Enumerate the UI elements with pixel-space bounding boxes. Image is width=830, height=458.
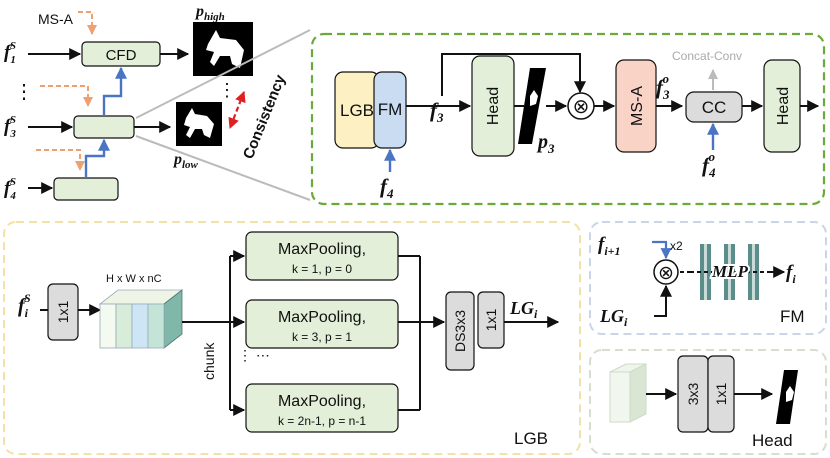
maxpool-1-params: k = 1, p = 0 (292, 262, 352, 276)
head-conv3-label: 3x3 (685, 383, 701, 406)
head-conv1-label: 1x1 (713, 383, 729, 406)
ms-a-label: MS-A (38, 11, 74, 27)
bypass-arrow (441, 53, 586, 96)
fm-box (373, 71, 407, 149)
blue-up-arrow-1 (84, 138, 110, 178)
concat-conv-label: Concat-Conv (672, 49, 742, 63)
fm-panel: fi+1 x2 ⊗ LGi MLP fi FM (589, 221, 827, 335)
tensor-stack (98, 289, 184, 349)
f4-detail-label: f4 (380, 174, 394, 201)
mlp-label: MLP (711, 262, 749, 281)
consistency-label: Consistency (240, 72, 289, 162)
lgi-into-mult-arrow (654, 284, 672, 317)
head-panel-border (589, 349, 827, 455)
tensor-label: H x W x nC (106, 273, 162, 285)
f4-label: f4S (4, 176, 16, 202)
multiply-symbol: ⊗ (573, 96, 590, 118)
dog-silhouette-low (184, 108, 214, 138)
lgb-panel-border (3, 221, 581, 455)
fm-box-label: FM (378, 100, 403, 119)
maxpool-2-params: k = 3, p = 1 (292, 330, 352, 344)
branch-dots: ⋮ ⋯ (238, 347, 270, 363)
fm-multiply-symbol: ⊗ (658, 263, 674, 284)
fi-s-label: fiS (18, 291, 31, 320)
blue-up-arrow-2 (102, 66, 127, 116)
head-input-slab (609, 363, 647, 423)
maxpool-3-params: k = 2n-1, p = n-1 (278, 414, 366, 428)
fm-panel-border (589, 221, 827, 335)
head-panel-name: Head (752, 431, 793, 450)
conv-1x1-box-b (477, 291, 505, 349)
fi1-label: fi+1 (598, 234, 621, 258)
msa-box-label: MS-A (629, 86, 646, 126)
p3-image (518, 68, 546, 144)
ellipsis-left: ⋮ (14, 81, 34, 103)
chunk-label: chunk (201, 342, 217, 380)
lgb-panel: fiS 1x1 H x W x nC chunk MaxPooling, k =… (3, 221, 581, 455)
cfd-box-2 (73, 115, 135, 139)
head2-box-label: Head (775, 87, 792, 125)
ms-a-feed-2 (40, 85, 93, 107)
f3o-label: f3o (656, 71, 670, 102)
maxpool-2-title: MaxPooling, (278, 309, 366, 326)
x2-label: x2 (670, 239, 683, 253)
cfd-detail-panel: LGB FM f4 f3 Head p3 ⊗ MS-A f3o Concat-C… (310, 32, 826, 206)
maxpool-box-2 (245, 299, 399, 349)
p-high-label: phigh (194, 3, 225, 23)
head-box-label: Head (485, 87, 502, 125)
head-panel: 3x3 1x1 Head (589, 349, 827, 455)
conv-1x1-box-a (47, 283, 79, 341)
lgb-panel-name: LGB (514, 429, 548, 448)
fm-panel-name: FM (780, 307, 805, 326)
ellipsis-mid: ⋮ (218, 80, 236, 100)
fm-multiply-node (653, 259, 679, 285)
conv-1x1-label-b: 1x1 (483, 309, 499, 332)
lgi-label: LGi (509, 298, 538, 321)
fi1-arrow (652, 240, 672, 260)
f4o-label: f4o (702, 149, 716, 180)
dog-silhouette-high (206, 30, 244, 68)
maxpool-box-3 (245, 383, 399, 433)
conv-1x1-label-a: 1x1 (55, 301, 71, 324)
maxpool-3-title: MaxPooling, (278, 393, 366, 410)
ms-a-feed-3 (36, 149, 85, 171)
zoom-line-top (135, 29, 311, 119)
cfd-label: CFD (106, 47, 137, 64)
ds3x3-label: DS3x3 (452, 310, 468, 352)
mlp-bars (690, 244, 768, 300)
f3-label: f3S (4, 114, 16, 140)
ms-a-feed-1 (78, 11, 97, 35)
p3-label: p3 (536, 131, 555, 156)
cfd-detail-border (310, 32, 826, 206)
lgb-box-label: LGB (340, 101, 374, 120)
p-low-label: plow (172, 151, 199, 171)
cc-box-label: CC (702, 98, 727, 117)
consistency-arrow (228, 90, 246, 130)
fm-fi-label: fi (786, 262, 796, 286)
overview: MS-A f1S CFD phigh ⋮ f3S plow ⋮ Consiste… (4, 3, 311, 202)
fm-lgi-label: LGi (599, 306, 628, 329)
head-output-silhouette (786, 386, 794, 402)
f1-label: f1S (4, 40, 16, 66)
p3-silhouette (530, 90, 538, 106)
zoom-line-bottom (135, 135, 311, 201)
maxpool-1-title: MaxPooling, (278, 241, 366, 258)
cfd-box-3 (53, 177, 119, 201)
f3-detail-label: f3 (430, 98, 444, 125)
ds3x3-box (445, 291, 475, 371)
